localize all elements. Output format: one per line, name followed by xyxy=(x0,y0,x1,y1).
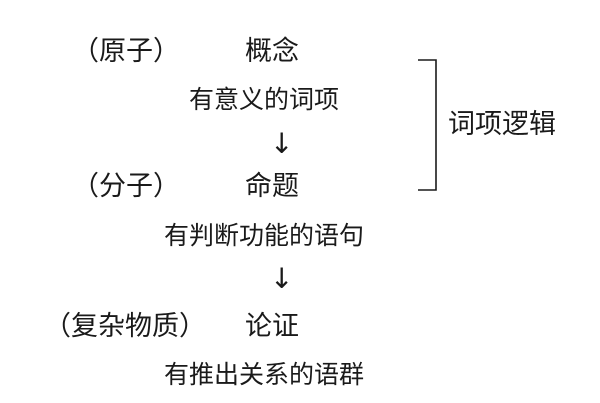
level-2-analogy: （分子） xyxy=(72,171,180,202)
level-3-term: 论证 xyxy=(245,311,299,342)
level-3-description: 有推出关系的语群 xyxy=(164,360,365,389)
level-3-analogy: （复杂物质） xyxy=(44,311,206,342)
bracket-line xyxy=(418,59,437,191)
down-arrow-icon: ↓ xyxy=(270,127,294,160)
level-1-description: 有意义的词项 xyxy=(189,85,340,114)
level-2-description: 有判断功能的语句 xyxy=(164,221,365,250)
level-1-term: 概念 xyxy=(245,36,299,67)
down-arrow-icon: ↓ xyxy=(270,262,294,295)
level-2-term: 命题 xyxy=(245,171,299,202)
bracket-label: 词项逻辑 xyxy=(448,109,556,140)
level-1-analogy: （原子） xyxy=(72,36,180,67)
